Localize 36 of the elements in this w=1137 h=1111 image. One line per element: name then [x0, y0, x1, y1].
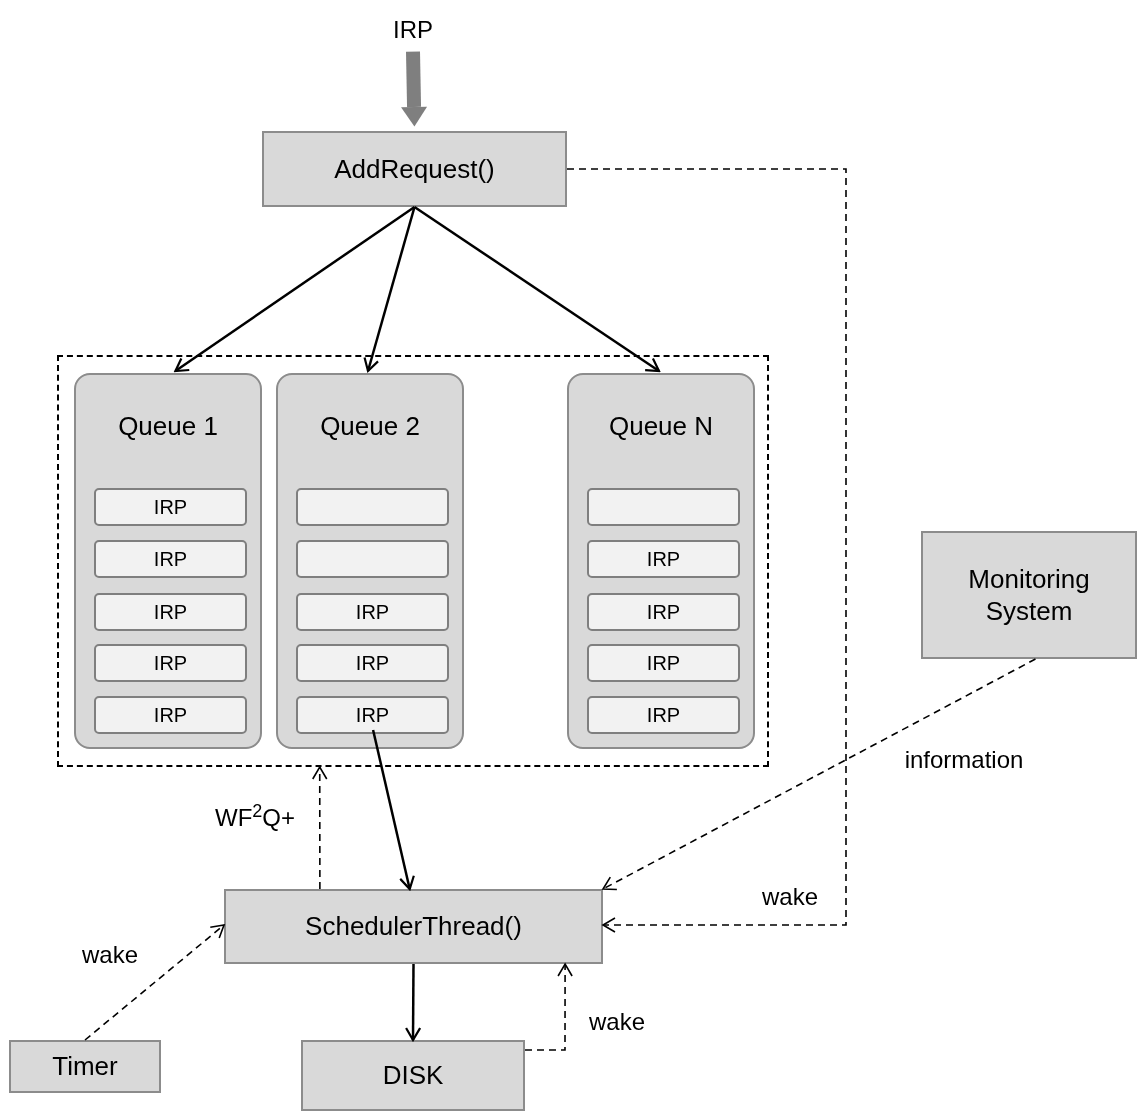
queue-slot: IRP: [94, 488, 247, 526]
arrow: [363, 206, 416, 373]
queue-slot: IRP: [296, 593, 449, 631]
queue-slot: IRP: [94, 696, 247, 734]
queue-slot: IRP: [94, 644, 247, 682]
queue-panel: Queue 2 IRP IRP IRP: [276, 373, 464, 749]
arrow: [566, 168, 847, 933]
arrow: [602, 658, 1037, 891]
queue-slot: IRP: [296, 696, 449, 734]
queue-slot: IRP: [94, 593, 247, 631]
queue-panel: Queue N IRP IRP IRP IRP: [567, 373, 755, 749]
arrow: [84, 924, 225, 1041]
arrow: [371, 729, 415, 891]
arrow: [174, 205, 416, 373]
queue-slot: IRP: [587, 593, 740, 631]
process-box: AddRequest(): [262, 131, 567, 207]
queue-slot: IRP: [94, 540, 247, 578]
queue-group-box: [57, 355, 769, 767]
arrow: [413, 205, 661, 373]
queue-panel: Queue 1 IRP IRP IRP IRP IRP: [74, 373, 262, 749]
process-box: Monitoring System: [921, 531, 1137, 659]
process-box: DISK: [301, 1040, 525, 1111]
empty-queue-slot: [296, 540, 449, 578]
queue-slot: IRP: [296, 644, 449, 682]
thick-arrow: [401, 51, 428, 127]
queue-slot: IRP: [587, 540, 740, 578]
process-box: Timer: [9, 1040, 161, 1093]
queue-slot: IRP: [587, 644, 740, 682]
process-box: SchedulerThread(): [224, 889, 603, 964]
input-label: IRP: [383, 12, 443, 48]
arrow: [311, 766, 328, 890]
arrow: [524, 963, 573, 1051]
arrow: [405, 964, 422, 1042]
queue-slot: IRP: [587, 696, 740, 734]
empty-queue-slot: [587, 488, 740, 526]
empty-queue-slot: [296, 488, 449, 526]
